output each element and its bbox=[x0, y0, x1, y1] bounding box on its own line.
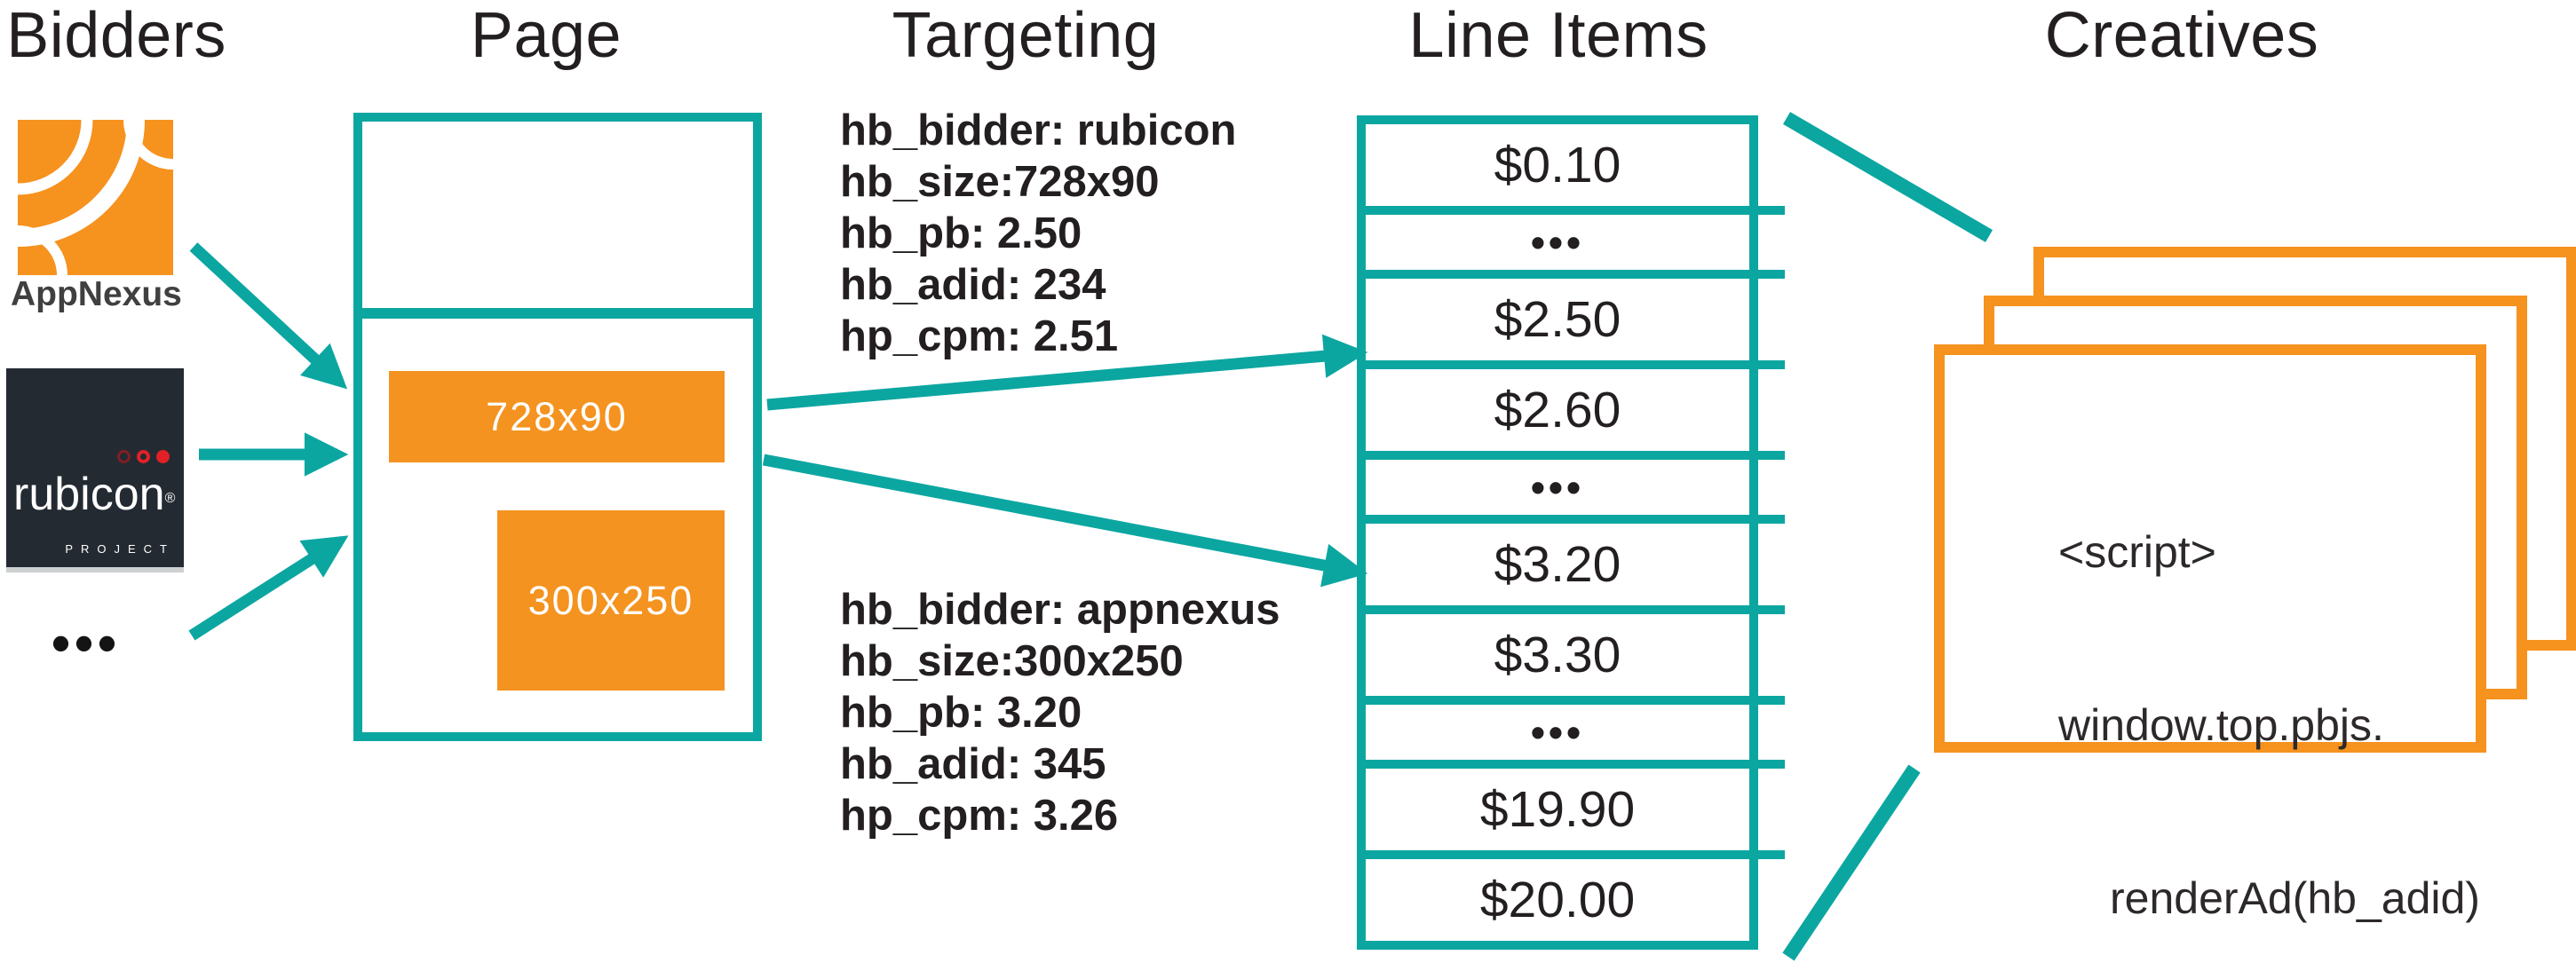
connector-line-items-to-creatives-bottom bbox=[1782, 764, 1921, 961]
targeting-line: hb_size:728x90 bbox=[840, 158, 1160, 206]
targeting-line: hb_pb: 3.20 bbox=[840, 689, 1082, 737]
line-item-row: $2.50 bbox=[1366, 270, 1785, 360]
targeting-line: hb_adid: 345 bbox=[840, 740, 1106, 788]
rubicon-wordmark-text: rubicon bbox=[13, 469, 165, 520]
page-header-divider bbox=[362, 308, 753, 319]
line-items-table: $0.10 ••• $2.50 $2.60 ••• $3.20 $3.30 ••… bbox=[1357, 115, 1785, 950]
arrow-more-bidders-to-page bbox=[188, 535, 349, 641]
line-item-row-ellipsis: ••• bbox=[1366, 206, 1785, 270]
targeting-line: hb_adid: 234 bbox=[840, 261, 1106, 309]
line-item-row-ellipsis: ••• bbox=[1366, 696, 1785, 760]
line-item-row: $20.00 bbox=[1366, 850, 1785, 941]
rubicon-project-logo: rubicon® PROJECT bbox=[6, 368, 184, 572]
page-wireframe: 728x90 300x250 bbox=[353, 113, 762, 741]
column-title-page: Page bbox=[470, 0, 622, 71]
line-item-row: $19.90 bbox=[1366, 760, 1785, 850]
appnexus-logo-label: AppNexus bbox=[11, 275, 182, 313]
line-item-row: $0.10 bbox=[1494, 137, 1621, 193]
targeting-line: hb_bidder: rubicon bbox=[840, 107, 1237, 154]
script-line: window.top.pbjs. bbox=[2058, 700, 2384, 750]
connector-line-items-to-creatives-top bbox=[1782, 112, 1993, 242]
rubicon-dot-outline-icon bbox=[117, 450, 131, 463]
rubicon-project-subtitle: PROJECT bbox=[65, 542, 175, 556]
column-title-line-items: Line Items bbox=[1408, 0, 1708, 71]
column-title-creatives: Creatives bbox=[2044, 0, 2319, 71]
rubicon-wordmark: rubicon® bbox=[13, 468, 175, 521]
column-title-targeting: Targeting bbox=[892, 0, 1160, 71]
more-bidders-ellipsis: ••• bbox=[52, 613, 122, 673]
targeting-line: hb_bidder: appnexus bbox=[840, 586, 1280, 634]
registered-mark: ® bbox=[164, 491, 176, 506]
line-item-row-ellipsis: ••• bbox=[1366, 451, 1785, 515]
creative-script-snippet: <script> window.top.pbjs. renderAd(hb_ad… bbox=[2058, 408, 2480, 963]
arrow-page-to-line-item-320 bbox=[762, 454, 1368, 588]
line-item-row: $3.30 bbox=[1366, 605, 1785, 696]
rubicon-logo-dots-icon bbox=[117, 450, 170, 463]
column-title-bidders: Bidders bbox=[6, 0, 226, 71]
rubicon-dot-ring-icon bbox=[137, 450, 150, 463]
ad-slot-300x250: 300x250 bbox=[497, 510, 725, 691]
ad-slot-728x90: 728x90 bbox=[389, 371, 725, 462]
appnexus-logo-icon bbox=[18, 120, 173, 275]
targeting-line: hp_cpm: 2.51 bbox=[840, 312, 1119, 360]
rubicon-dot-solid-icon bbox=[156, 450, 170, 463]
line-item-row: $2.60 bbox=[1366, 360, 1785, 451]
targeting-line: hb_pb: 2.50 bbox=[840, 209, 1082, 257]
arrow-appnexus-to-page bbox=[189, 242, 348, 390]
line-item-row: $3.20 bbox=[1366, 515, 1785, 605]
creative-card-front: <script> window.top.pbjs. renderAd(hb_ad… bbox=[1934, 344, 2486, 923]
script-line: <script> bbox=[2058, 527, 2216, 577]
targeting-block-appnexus: hb_bidder: appnexus hb_size:300x250 hb_p… bbox=[840, 584, 1280, 841]
script-line: renderAd(hb_adid) bbox=[2110, 873, 2480, 923]
targeting-line: hp_cpm: 3.26 bbox=[840, 792, 1119, 840]
targeting-line: hb_size:300x250 bbox=[840, 637, 1184, 685]
targeting-block-rubicon: hb_bidder: rubicon hb_size:728x90 hb_pb:… bbox=[840, 105, 1236, 362]
